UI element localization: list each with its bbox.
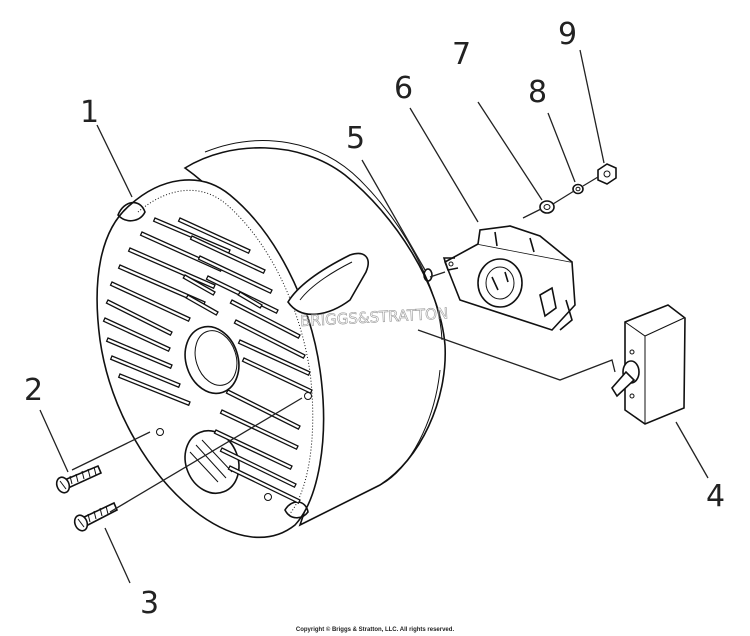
o-ring-part-5 bbox=[423, 268, 433, 282]
screw-part-2 bbox=[55, 464, 103, 494]
toggle-switch-part-4 bbox=[611, 304, 686, 425]
callout-8: 8 bbox=[528, 75, 547, 110]
vent-fin bbox=[197, 255, 273, 295]
callout-4: 4 bbox=[706, 479, 725, 514]
callout-5: 5 bbox=[346, 121, 365, 156]
callout-numbers: 1 2 3 4 5 6 7 8 9 bbox=[24, 17, 725, 621]
vent-fin bbox=[105, 299, 173, 337]
vent-fin bbox=[139, 231, 223, 273]
vent-fin bbox=[219, 409, 299, 451]
vent-fin bbox=[219, 447, 297, 489]
copyright-notice: Copyright © Briggs & Stratton, LLC. All … bbox=[295, 627, 455, 633]
vent-fin bbox=[233, 319, 306, 359]
vent-fin bbox=[185, 294, 219, 316]
vent-fins bbox=[102, 217, 313, 505]
callout-3: 3 bbox=[140, 586, 159, 621]
vent-fin bbox=[241, 357, 313, 395]
vent-fin bbox=[182, 274, 216, 296]
callout-7: 7 bbox=[452, 37, 471, 72]
vent-fin bbox=[105, 337, 173, 370]
vent-fin bbox=[117, 373, 191, 407]
callout-9: 9 bbox=[558, 17, 577, 52]
vent-fin bbox=[177, 217, 251, 255]
vent-fin bbox=[109, 281, 191, 323]
vent-fin bbox=[237, 339, 311, 377]
callout-1: 1 bbox=[80, 95, 99, 130]
vent-fin bbox=[227, 465, 301, 505]
vent-fin bbox=[102, 317, 171, 353]
washer-part-7 bbox=[539, 200, 555, 214]
vent-fin bbox=[237, 291, 263, 309]
vent-fin bbox=[109, 355, 181, 389]
screw-part-3 bbox=[73, 501, 119, 532]
vent-fin bbox=[127, 247, 216, 290]
lock-washer-part-8 bbox=[572, 183, 584, 195]
end-cover-housing bbox=[96, 140, 446, 539]
leader-lines bbox=[39, 49, 709, 584]
vent-fin bbox=[229, 299, 301, 339]
vent-fin bbox=[189, 235, 266, 275]
hex-nut-part-9 bbox=[597, 163, 617, 185]
callout-2: 2 bbox=[24, 373, 43, 408]
callout-6: 6 bbox=[394, 71, 413, 106]
receptacle-part-6 bbox=[442, 225, 576, 331]
vent-fin bbox=[213, 429, 293, 471]
